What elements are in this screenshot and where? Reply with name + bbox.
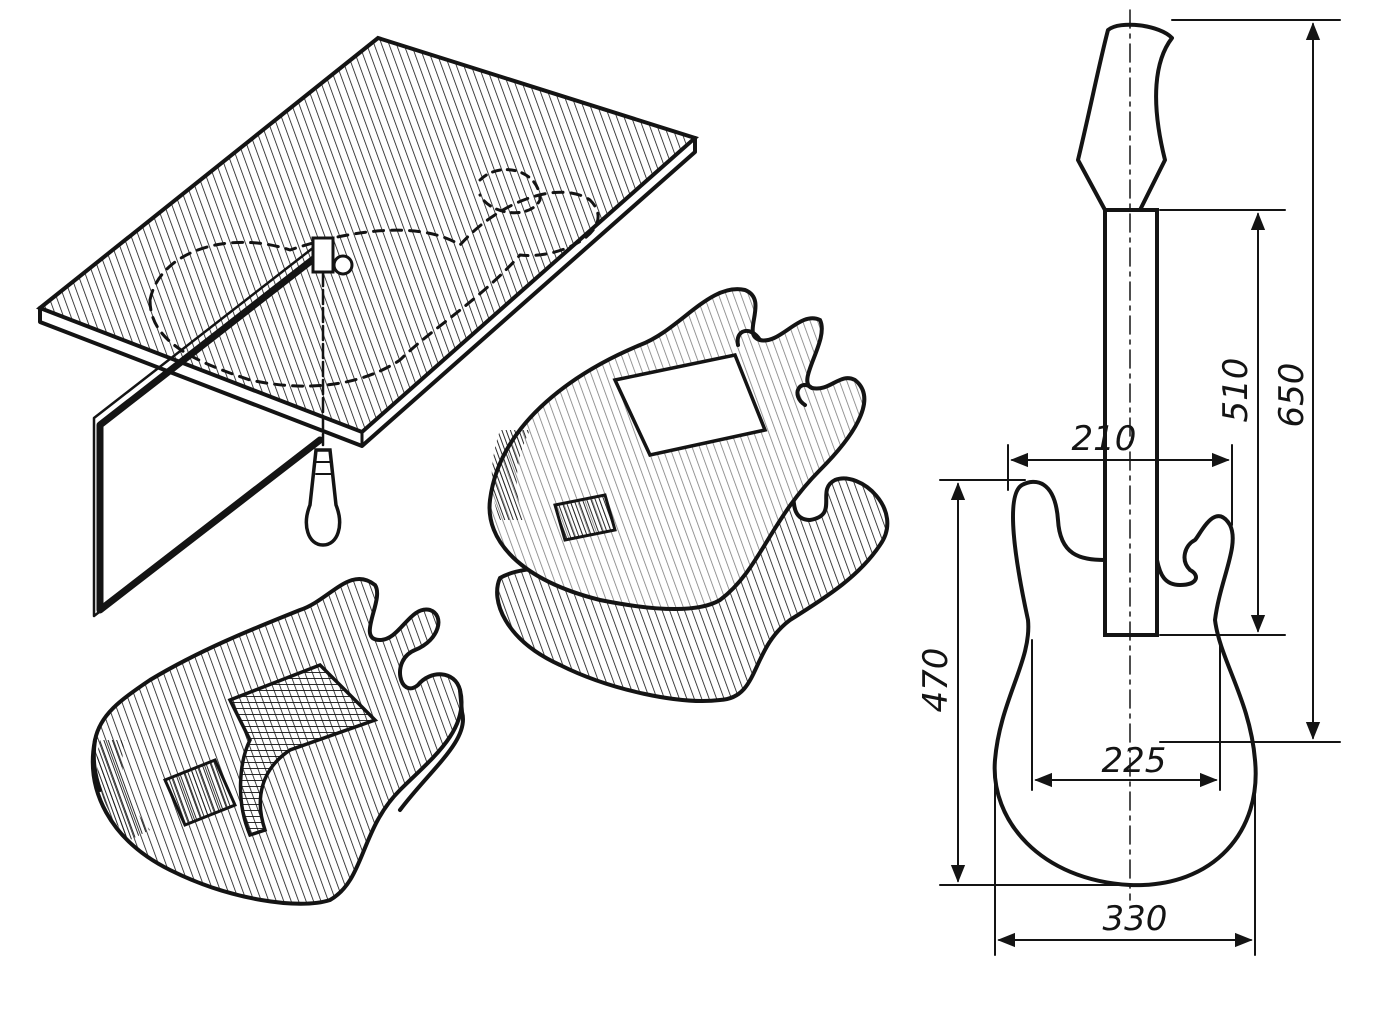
dim-label-210: 210 [1072, 419, 1137, 459]
neck-pocket [612, 352, 768, 458]
body-outline [992, 479, 1258, 888]
blade-clamp [311, 236, 335, 274]
dim-label-330: 330 [1103, 899, 1168, 939]
pickup-cavity [553, 493, 617, 542]
dim-label-510: 510 [1216, 358, 1256, 423]
finished-body-blank [90, 577, 466, 906]
jigsaw-handle [304, 448, 342, 547]
stacked-body-blanks [487, 287, 890, 703]
neck-pocket-front [227, 662, 379, 838]
wing-nut-icon [332, 254, 354, 276]
headstock-outline [1076, 22, 1174, 212]
dim-label-470: 470 [916, 648, 956, 713]
dim-label-225: 225 [1102, 741, 1167, 781]
jigsaw-frame [96, 246, 329, 614]
dim-label-650: 650 [1272, 363, 1312, 428]
guitar-dimension-drawing: 650 510 470 210 225 330 [916, 9, 1341, 956]
neck-outline [1103, 208, 1159, 637]
jigsaw-board-assembly [36, 35, 699, 618]
dashed-cut-outline [148, 190, 600, 388]
pickup-cavity-front [162, 758, 238, 827]
